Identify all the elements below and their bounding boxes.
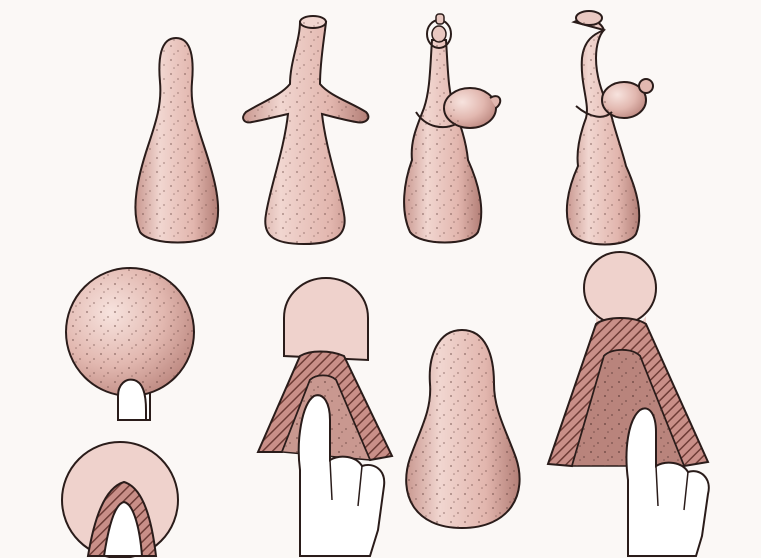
pinched-dome — [258, 278, 392, 556]
pear-shape — [406, 330, 519, 528]
clay-ball-on-thumb — [66, 268, 194, 420]
hollowed-ball-section — [62, 442, 178, 558]
figure-with-arms — [243, 16, 368, 244]
figure-with-hooked-neck — [567, 11, 653, 245]
figure-holding-bird — [404, 14, 500, 243]
hollow-cone-with-head — [548, 252, 709, 556]
bowling-pin-shape — [135, 38, 218, 243]
